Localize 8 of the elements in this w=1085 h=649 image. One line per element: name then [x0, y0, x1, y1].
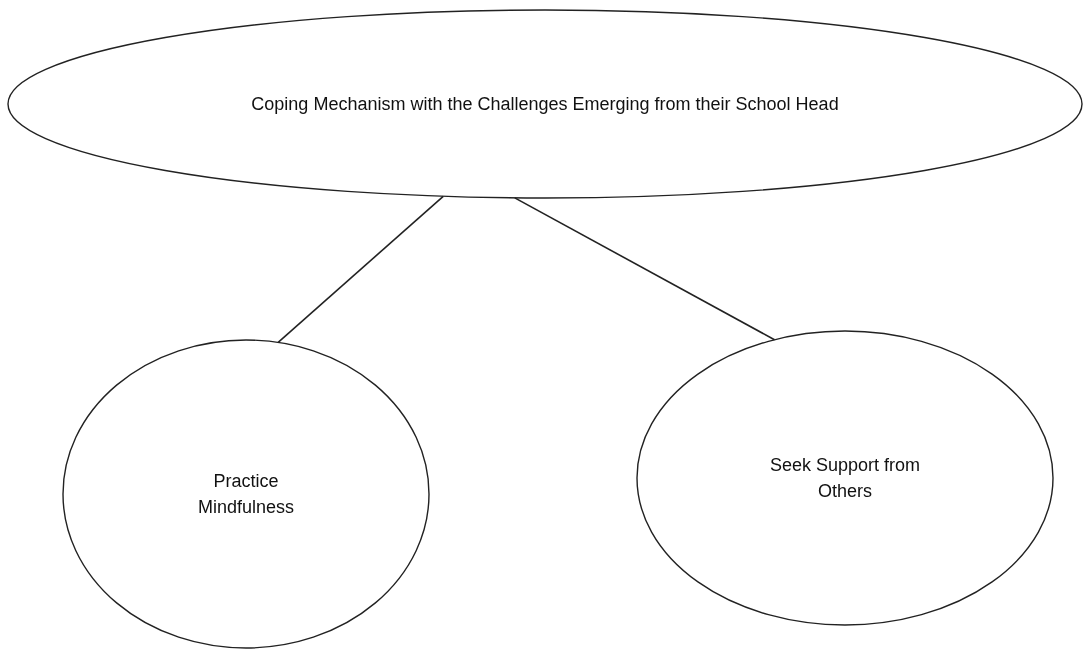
ellipse-node	[7, 9, 1083, 199]
node-text: Coping Mechanism with the Challenges Emerging from their School Head	[251, 92, 839, 116]
connector-line	[513, 197, 776, 341]
node-text: Seek Support from Others	[768, 453, 922, 503]
ellipse-node	[636, 330, 1054, 626]
node-text: Practice Mindfulness	[196, 469, 295, 519]
connector-line	[277, 195, 445, 344]
ellipse-node	[62, 339, 430, 649]
